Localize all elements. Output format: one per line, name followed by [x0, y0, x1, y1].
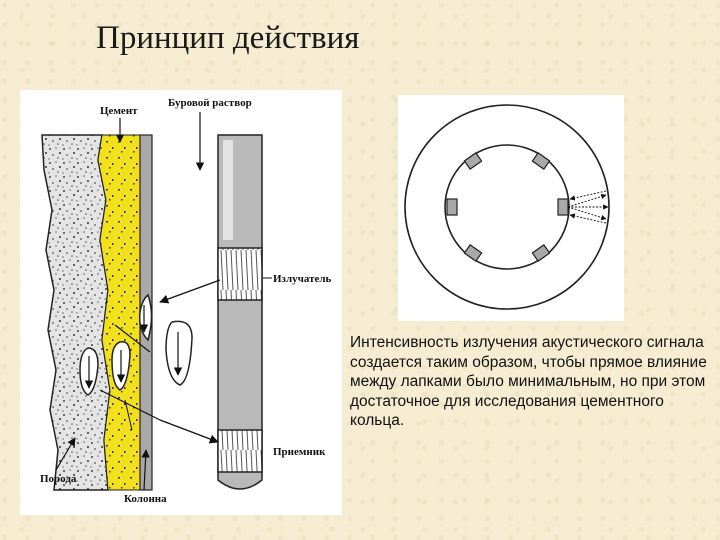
- wave-packet-2: [166, 321, 192, 385]
- pad-right: [558, 199, 568, 215]
- pad-bottom-left: [464, 245, 481, 261]
- description-text: Интенсивность излучения акустического си…: [350, 333, 710, 431]
- pad-top-right: [532, 153, 549, 169]
- slide-title: Принцип действия: [96, 20, 359, 57]
- label-casing: Колонна: [124, 493, 167, 505]
- receiver-coil: [218, 430, 262, 472]
- top-view-svg: [398, 95, 624, 321]
- well-section-diagram: Цемент Буровой раствор Излучатель Приемн…: [20, 90, 342, 515]
- label-emitter: Излучатель: [273, 273, 332, 285]
- emitter-coil: [218, 248, 262, 300]
- label-drilling-mud: Буровой раствор: [168, 97, 252, 109]
- well-section-svg: Цемент Буровой раствор Излучатель Приемн…: [20, 90, 342, 515]
- inner-ring: [445, 145, 569, 269]
- tool-top-view: [398, 95, 624, 321]
- label-cement: Цемент: [100, 105, 138, 117]
- label-rock: Порода: [40, 473, 77, 485]
- pad-top-left: [464, 153, 481, 169]
- rock-layer: [42, 135, 110, 490]
- transducer-pads: [447, 153, 568, 261]
- pad-left: [447, 199, 457, 215]
- pad-bottom-right: [532, 245, 549, 261]
- label-receiver: Приемник: [273, 446, 326, 458]
- outer-ring: [405, 105, 609, 309]
